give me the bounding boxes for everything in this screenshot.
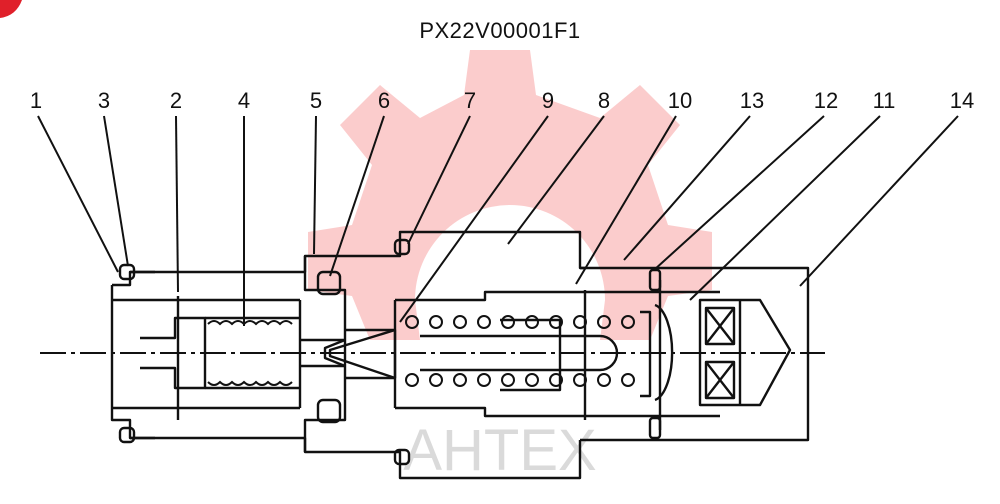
callout-3: 3: [98, 88, 110, 113]
small-spring: [207, 320, 293, 386]
callout-6: 6: [378, 88, 390, 113]
drawing-number: PX22V00001F1: [419, 18, 581, 43]
valve-body-outline: [110, 230, 810, 480]
callout-13: 13: [740, 88, 764, 113]
callout-1: 1: [30, 88, 42, 113]
watermark-text: AHTEX: [403, 418, 596, 483]
callout-11: 11: [873, 88, 896, 113]
callout-10: 10: [668, 88, 692, 113]
gear-watermark: [308, 50, 712, 340]
callout-7: 7: [464, 88, 476, 113]
main-spring: [405, 315, 635, 387]
callout-4: 4: [238, 88, 250, 113]
callout-labels: 1 3 2 4 5 6 7 9 8 10 13 12 11 14: [30, 88, 974, 113]
leader-lines: [37, 115, 959, 326]
corner-logo-mark: [0, 0, 22, 18]
callout-8: 8: [598, 88, 610, 113]
callout-12: 12: [814, 88, 838, 113]
callout-14: 14: [950, 88, 974, 113]
callout-5: 5: [310, 88, 322, 113]
callout-9: 9: [542, 88, 554, 113]
callout-2: 2: [170, 88, 182, 113]
